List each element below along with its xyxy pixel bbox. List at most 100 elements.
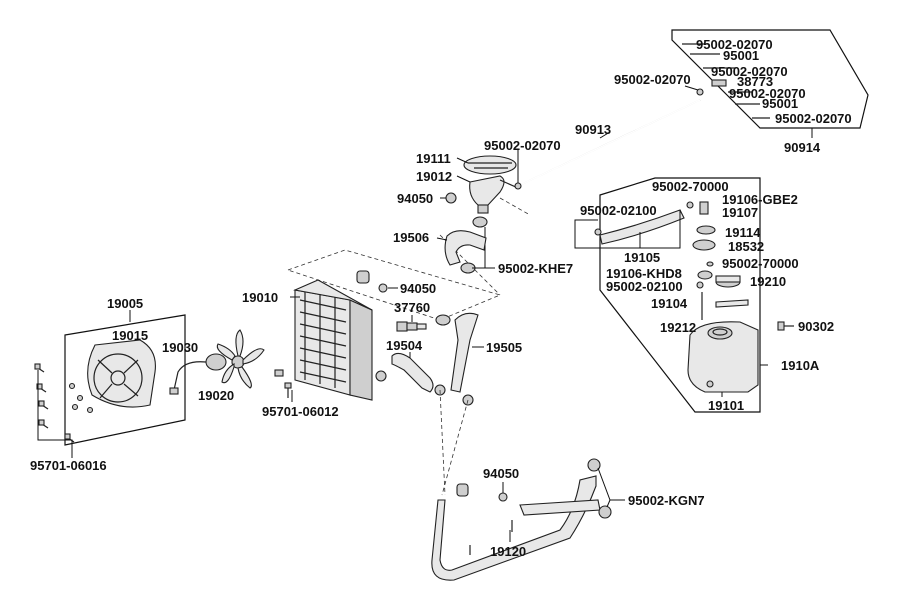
shroud-screws — [68, 382, 94, 414]
clamp-kgn7-leader — [597, 467, 625, 501]
reservoir-group-outline — [599, 177, 761, 413]
cap-19107 — [699, 201, 709, 215]
label-19107: 19107 — [722, 205, 758, 220]
label-19106-khd8: 19106-KHD8 — [606, 266, 682, 281]
label-19210: 19210 — [750, 274, 786, 289]
label-95002-khe7: 95002-KHE7 — [498, 261, 573, 276]
label-18532: 18532 — [728, 239, 764, 254]
housing-leader — [456, 175, 471, 183]
clamp-19505 — [435, 314, 451, 326]
label-tjoint-5: 95002-02070 — [729, 86, 806, 101]
label-19030: 19030 — [162, 340, 198, 355]
label-tjoint-4: 38773 — [737, 74, 773, 89]
clamp-19105 — [594, 228, 602, 236]
label-90913: 90913 — [575, 122, 611, 137]
mount-bolts — [34, 363, 75, 443]
label-95002-02100-a: 95002-02100 — [580, 203, 657, 218]
pipe-dash-1 — [439, 389, 446, 496]
label-90302: 90302 — [798, 319, 834, 334]
grommet-c — [456, 483, 469, 497]
label-95002-02070-b: 95002-02070 — [614, 72, 691, 87]
label-95002-02070-a: 95002-02070 — [484, 138, 561, 153]
fan-shroud — [87, 339, 156, 408]
label-19120: 19120 — [490, 544, 526, 559]
label-94050-c: 94050 — [483, 466, 519, 481]
label-95002-70000-b: 95002-70000 — [722, 256, 799, 271]
label-19101: 19101 — [708, 398, 744, 413]
breather-tube-inner — [519, 99, 701, 186]
label-37760: 37760 — [394, 300, 430, 315]
clip-b — [696, 88, 704, 96]
pipe-dash-2 — [441, 399, 469, 496]
label-19106-gbe2: 19106-GBE2 — [722, 192, 798, 207]
hose-19506 — [444, 230, 487, 266]
label-95002-kgn7: 95002-KGN7 — [628, 493, 705, 508]
clamp-a — [375, 370, 387, 382]
strap-19212 — [715, 299, 749, 308]
clamp-kgn7-b — [598, 505, 612, 519]
clamp-khe7-top — [472, 216, 488, 228]
fan-motor — [169, 353, 227, 395]
label-94050-a: 94050 — [400, 281, 436, 296]
ring-70000 — [706, 261, 714, 267]
grommet-b — [445, 192, 457, 204]
housing-dash — [499, 197, 531, 216]
reservoir-tank — [687, 321, 759, 393]
thermostat-cover — [463, 155, 517, 175]
fan-group-outline — [64, 314, 186, 446]
label-95002-70000-a: 95002-70000 — [652, 179, 729, 194]
clip-02100-b — [696, 281, 704, 289]
thermostat-housing — [469, 175, 519, 214]
label-94050-b: 94050 — [397, 191, 433, 206]
radiator-bolts — [274, 369, 292, 398]
hose-19506-leader — [436, 237, 448, 241]
clip-a — [514, 182, 522, 190]
lower-pipe — [431, 475, 601, 581]
label-19505: 19505 — [486, 340, 522, 355]
hose-19505 — [450, 312, 479, 393]
label-tjoint-3: 95002-02070 — [711, 64, 788, 79]
label-tjoint-1: 95002-02070 — [696, 37, 773, 52]
label-tjoint-7: 95002-02070 — [775, 111, 852, 126]
cover-leader — [456, 157, 469, 164]
bolts-leader — [37, 370, 73, 458]
label-90914: 90914 — [784, 140, 821, 155]
temp-sensor — [396, 321, 427, 332]
hose-19105 — [599, 209, 685, 245]
label-19015: 19015 — [112, 328, 148, 343]
clamp-kgn7-a — [587, 458, 601, 472]
clamp-18532 — [692, 239, 716, 251]
label-1910a: 1910A — [781, 358, 820, 373]
label-19114: 19114 — [725, 225, 761, 240]
label-tjoint-2: 95001 — [723, 48, 759, 63]
label-19005: 19005 — [107, 296, 143, 311]
washer-a — [378, 283, 388, 293]
radiator — [293, 279, 373, 401]
ring-19114 — [696, 225, 716, 235]
bolt-90302 — [777, 321, 794, 331]
clip-b-leader — [684, 85, 699, 91]
label-19506: 19506 — [393, 230, 429, 245]
label-19504: 19504 — [386, 338, 423, 353]
label-95701-06012: 95701-06012 — [262, 404, 339, 419]
clip-khd8 — [697, 270, 713, 280]
label-95002-02100-b: 95002-02100 — [606, 279, 683, 294]
label-tjoint-6: 95001 — [762, 96, 798, 111]
fan-blade — [216, 329, 265, 389]
label-95701-06016: 95701-06016 — [30, 458, 107, 473]
label-19111: 19111 — [416, 151, 451, 166]
label-19212: 19212 — [660, 320, 696, 335]
label-19010: 19010 — [242, 290, 278, 305]
grommet-a — [356, 270, 370, 284]
washer-c — [498, 492, 508, 502]
hose-19504 — [391, 352, 434, 393]
bracket-02100-leader — [574, 210, 681, 249]
clamp-kgn7-leader2 — [606, 499, 611, 508]
breather-tube-leader — [599, 131, 611, 139]
clip-gbe2 — [686, 201, 694, 209]
label-19104: 19104 — [651, 296, 688, 311]
label-19012: 19012 — [416, 169, 452, 184]
reservoir-cap — [715, 275, 741, 288]
tjoint-parts — [682, 43, 770, 119]
